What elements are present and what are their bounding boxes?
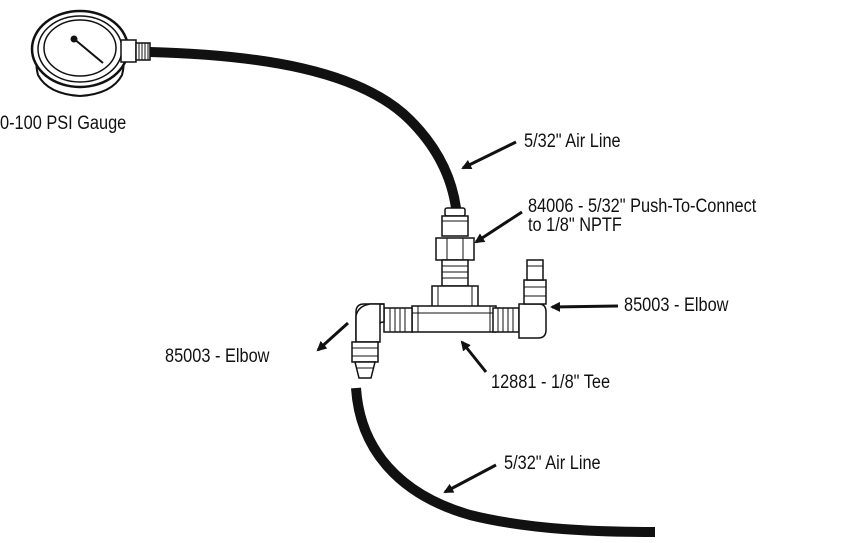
arrow-air-line-top [461,140,517,170]
elbow-fitting-left [351,303,413,379]
elbow-right-label: 85003 - Elbow [624,295,729,316]
push-to-connect-fitting [435,207,475,287]
arrow-tee [460,340,488,373]
elbow-left-label: 85003 - Elbow [165,346,270,367]
connector-label-line2: to 1/8" NPTF [528,215,622,236]
air-line-top-label: 5/32" Air Line [524,131,621,152]
arrow-connector [474,210,523,244]
air-line-bottom-label: 5/32" Air Line [504,453,601,474]
connector-label-line1: 84006 - 5/32" Push-To-Connect [528,196,757,217]
tee-fitting [411,285,497,333]
gauge-label: 0-100 PSI Gauge [0,113,127,134]
air-line-upper [145,47,461,213]
arrow-elbow-right [550,301,619,312]
arrow-air-line-bottom [443,463,497,494]
pressure-gauge [30,9,151,98]
air-line-lower [351,387,656,537]
arrow-elbow-left [316,321,350,352]
tee-label: 12881 - 1/8" Tee [491,372,611,393]
elbow-fitting-right [492,259,547,339]
